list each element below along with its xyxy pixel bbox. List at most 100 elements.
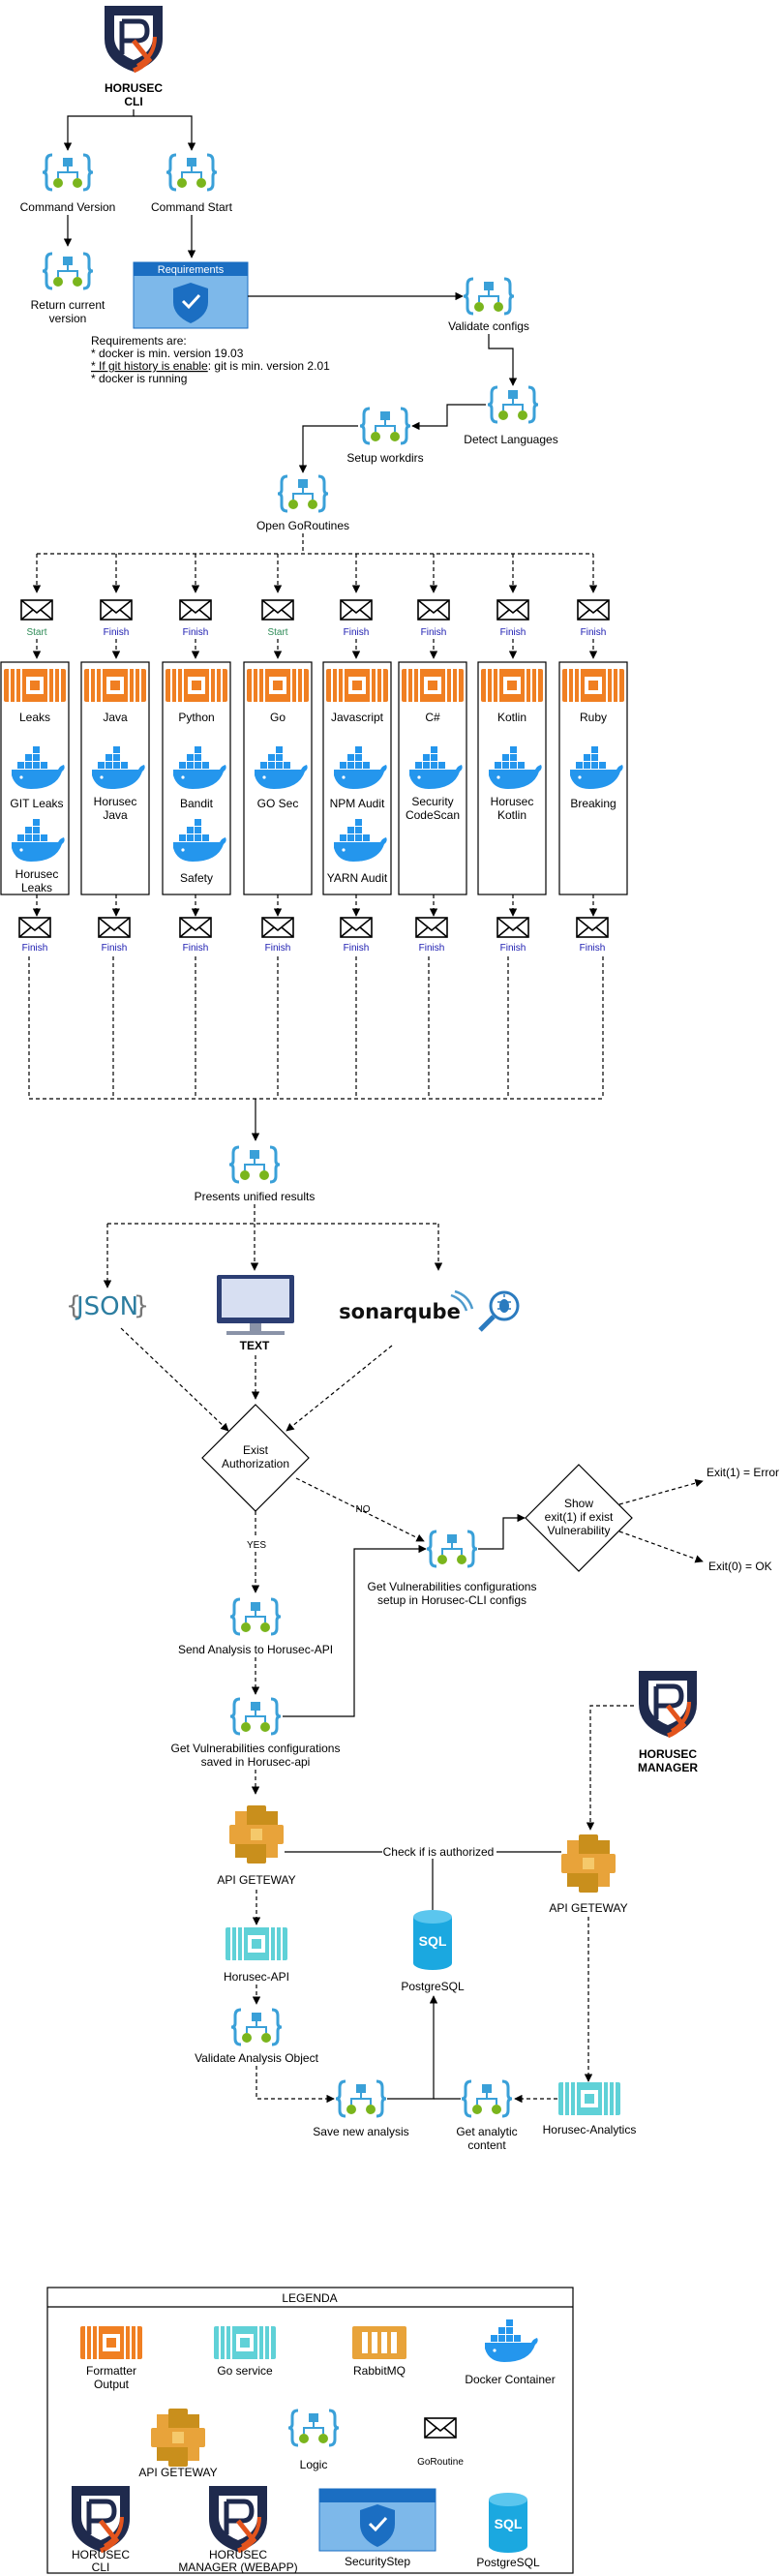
goroutine-status: Finish [421, 627, 447, 638]
presents-results-logic-icon [227, 1145, 282, 1184]
legend-manager-line-1: HORUSEC [209, 2548, 267, 2561]
command-version-label: Command Version [20, 200, 116, 214]
json-output-logo: JSON { } [66, 1291, 150, 1321]
tool-name-line-1: Horusec [15, 867, 59, 881]
goroutine-status: Start [267, 627, 287, 638]
exist-authorization-line-2: Authorization [222, 1457, 289, 1470]
api-gateway-left-icon [229, 1805, 284, 1864]
save-analysis-label: Save new analysis [313, 2125, 408, 2138]
get-analytic-line-1: Get analytic [456, 2125, 517, 2138]
horusec-manager-title: HORUSEC [639, 1747, 697, 1761]
return-version-logic-icon [41, 252, 95, 290]
legend-formatter-line-2: Output [94, 2378, 130, 2391]
legend-manager-line-2: MANAGER (WEBAPP) [178, 2561, 297, 2574]
legend-go-service-icon [213, 2325, 277, 2360]
get-analytic-line-2: content [467, 2138, 506, 2152]
horusec-manager-logo-icon [639, 1671, 697, 1737]
api-gateway-left-label: API GETEWAY [217, 1873, 295, 1887]
legend: LEGENDA Formatter Output Go service Rabb… [46, 2287, 574, 2574]
goroutine-status: Finish [419, 943, 445, 954]
goroutine-status: Finish [581, 627, 607, 638]
language-name: Ruby [580, 711, 607, 724]
language-name: Javascript [331, 711, 384, 724]
goroutine-status: Finish [183, 627, 209, 638]
tool-name: Safety [180, 871, 213, 885]
exist-authorization-line-1: Exist [243, 1443, 269, 1457]
horusec-api-label: Horusec-API [224, 1970, 289, 1984]
requirements-title: Requirements [158, 264, 225, 276]
goroutine-envelope-icon [340, 599, 373, 621]
legend-sql-icon-text: SQL [495, 2516, 523, 2531]
tool-name: NPM Audit [330, 797, 385, 810]
requirements-line-3: * docker is running [91, 372, 187, 385]
save-analysis-logic-icon [334, 2079, 388, 2118]
legend-goroutine-label: GoRoutine [417, 2457, 464, 2468]
show-exit-line-3: Vulnerability [548, 1524, 611, 1537]
language-name: Java [103, 711, 128, 724]
exit-ok-label: Exit(0) = OK [708, 1560, 772, 1573]
get-vuln-cli-line-2: setup in Horusec-CLI configs [377, 1593, 526, 1607]
json-brace-left-icon: { [66, 1291, 82, 1320]
legend-api-gateway-label: API GETEWAY [138, 2466, 217, 2479]
horusec-logo-icon [105, 6, 163, 72]
command-version-logic-icon [41, 153, 95, 192]
goroutine-envelope-icon [417, 599, 450, 621]
get-vuln-cli-logic-icon [425, 1530, 479, 1568]
language-column: Finish Ruby Breaking Finish [558, 599, 628, 954]
send-analysis-logic-icon [228, 1597, 283, 1636]
show-exit-line-2: exit(1) if exist [545, 1510, 614, 1524]
legend-rabbitmq-icon [352, 2326, 406, 2359]
language-column: Start Leaks GIT Leaks Horusec Leaks Fini… [0, 599, 70, 954]
open-goroutines-logic-icon [276, 474, 330, 513]
language-name: Kotlin [497, 711, 526, 724]
language-column: Finish Python Bandit Safety Finish [162, 599, 231, 954]
tool-name-line-2: CodeScan [406, 808, 460, 822]
horusec-cli-logo [105, 6, 163, 72]
language-name: Go [270, 711, 286, 724]
yes-branch-label: YES [247, 1540, 266, 1551]
language-column: Finish C# Security CodeScan Finish [398, 599, 467, 954]
goroutine-envelope-icon [179, 599, 212, 621]
language-column: Finish Kotlin Horusec Kotlin Finish [477, 599, 547, 954]
horusec-analytics-service-icon [557, 2081, 621, 2116]
goroutine-envelope-icon [415, 917, 448, 938]
validate-configs-logic-icon [462, 277, 516, 316]
validate-configs-label: Validate configs [448, 319, 529, 333]
language-name: Python [178, 711, 214, 724]
legend-logic-label: Logic [300, 2458, 328, 2471]
check-authorized-label: Check if is authorized [383, 1845, 495, 1859]
legend-formatter-icon [79, 2325, 143, 2360]
goroutine-status: Finish [500, 627, 526, 638]
tool-name-line-1: Horusec [94, 795, 137, 808]
detect-languages-logic-icon [486, 385, 540, 424]
legend-formatter-line-1: Formatter [86, 2364, 136, 2378]
api-gateway-right-label: API GETEWAY [549, 1901, 627, 1915]
formatter-output-icon [325, 668, 389, 703]
legend-docker-label: Docker Container [465, 2373, 555, 2386]
goroutine-envelope-icon [20, 599, 53, 621]
command-start-logic-icon [165, 153, 219, 192]
sonarqube-logo: sonarqube [339, 1289, 474, 1323]
tool-name: Breaking [570, 797, 616, 810]
legend-api-gateway-icon [151, 2409, 205, 2467]
json-logo-text: JSON [75, 1292, 138, 1321]
return-version-label-1: Return current [31, 298, 105, 312]
goroutine-envelope-icon [261, 599, 294, 621]
goroutine-status: Finish [104, 627, 130, 638]
formatter-output-icon [401, 668, 465, 703]
presents-results-label: Presents unified results [195, 1190, 316, 1203]
goroutine-status: Start [26, 627, 46, 638]
bug-search-icon [478, 1290, 520, 1332]
legend-security-step-icon [317, 2487, 437, 2553]
tool-name-line-1: Security [411, 795, 453, 808]
json-brace-right-icon: } [134, 1291, 150, 1320]
horusec-analytics-label: Horusec-Analytics [543, 2123, 637, 2137]
return-version-label-2: version [49, 312, 87, 325]
validate-analysis-logic-icon [229, 2008, 284, 2046]
tool-name-line-2: Kotlin [497, 808, 526, 822]
goroutine-envelope-icon [496, 599, 529, 621]
goroutine-envelope-icon [98, 917, 131, 938]
legend-postgresql-label: PostgreSQL [476, 2556, 540, 2569]
open-goroutines-label: Open GoRoutines [256, 519, 349, 532]
formatter-output-icon [561, 668, 625, 703]
